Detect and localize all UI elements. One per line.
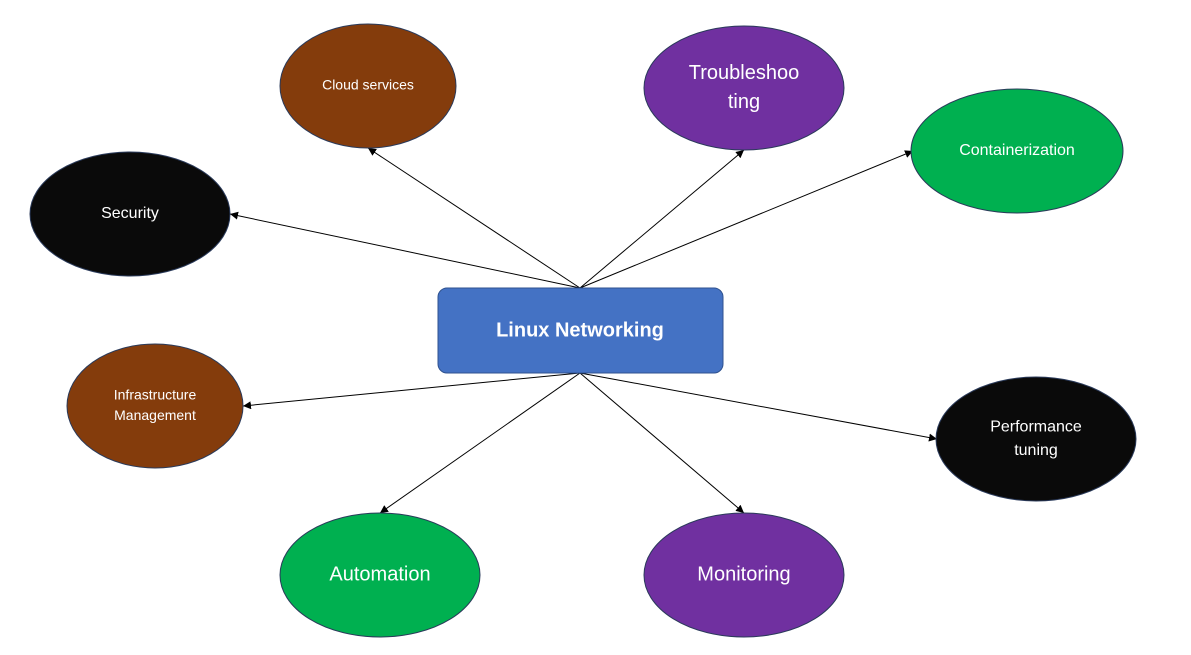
node-cloud-services: Cloud services — [279, 23, 457, 149]
troubleshooting-label-line: Troubleshoo — [689, 62, 799, 84]
troubleshooting-ellipse — [643, 25, 845, 151]
arrow-to-automation — [379, 372, 581, 514]
monitoring-ellipse — [643, 512, 845, 638]
performance-tuning-ellipse — [935, 376, 1137, 502]
node-security: Security — [29, 151, 231, 277]
automation-label-line: Automation — [329, 563, 430, 585]
node-troubleshooting: Troubleshoo ting — [643, 25, 845, 151]
node-automation: Automation — [279, 512, 481, 638]
connector-group — [229, 147, 938, 514]
arrow-to-infrastructure-management — [242, 372, 581, 410]
security-ellipse — [29, 151, 231, 277]
cloud-services-label-line: Cloud services — [322, 77, 414, 93]
arrow-to-monitoring — [579, 372, 745, 514]
node-containerization: Containerization — [910, 88, 1124, 214]
center-node: Linux Networking — [437, 287, 724, 374]
center-label: Linux Networking — [496, 319, 664, 341]
arrow-to-cloud-services — [367, 147, 581, 289]
node-performance-tuning: Performance tuning — [935, 376, 1137, 502]
infrastructure-management-ellipse — [66, 343, 244, 469]
arrow-to-performance-tuning — [579, 372, 938, 442]
automation-ellipse — [279, 512, 481, 638]
performance-tuning-label-line: Performance — [990, 419, 1082, 436]
infrastructure-management-label-line: Management — [114, 407, 196, 423]
performance-tuning-label-line: tuning — [1014, 442, 1058, 459]
node-monitoring: Monitoring — [643, 512, 845, 638]
infrastructure-management-label-line: Infrastructure — [114, 387, 197, 403]
security-label-line: Security — [101, 205, 159, 222]
center-box — [437, 287, 724, 374]
containerization-ellipse — [910, 88, 1124, 214]
arrow-to-containerization — [579, 150, 914, 289]
topic-node-group: Cloud services Troubleshoo tingContaineriz… — [29, 23, 1137, 638]
containerization-label-line: Containerization — [959, 142, 1075, 159]
cloud-services-ellipse — [279, 23, 457, 149]
arrow-to-troubleshooting — [579, 149, 745, 289]
monitoring-label-line: Monitoring — [697, 563, 790, 585]
arrow-to-security — [229, 211, 581, 289]
troubleshooting-label-line: ting — [728, 91, 760, 113]
